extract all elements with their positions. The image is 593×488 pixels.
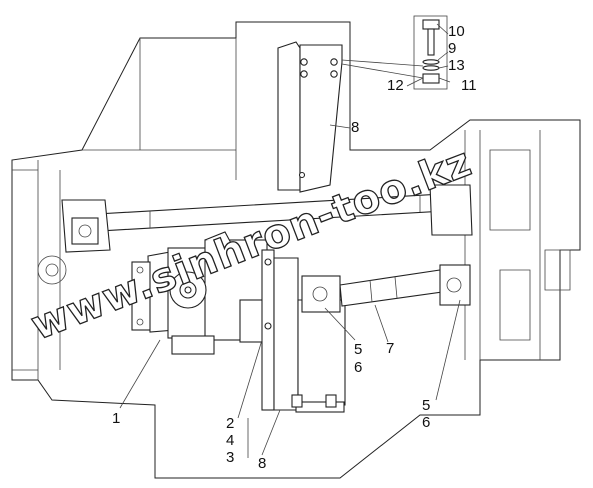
callout-5-mid: 5 — [354, 341, 362, 358]
callout-8-upper: 8 — [351, 119, 359, 136]
callout-10: 10 — [448, 23, 465, 40]
lower-bracket — [261, 249, 346, 413]
callout-4: 4 — [226, 432, 234, 449]
callout-2: 2 — [226, 415, 234, 432]
pump-assembly — [131, 231, 268, 355]
callout-7: 7 — [386, 340, 394, 357]
callout-labels: 10 9 13 12 11 8 5 6 7 1 2 4 3 8 5 6 — [112, 23, 477, 472]
fastener-group — [341, 15, 448, 90]
callout-9: 9 — [448, 40, 456, 57]
callout-3: 3 — [226, 449, 234, 466]
callout-12: 12 — [387, 77, 404, 94]
upper-drive-shaft — [61, 184, 473, 253]
callout-11: 11 — [461, 77, 477, 94]
callout-6-mid: 6 — [354, 359, 362, 376]
lower-drive-shaft — [301, 264, 471, 313]
upper-bracket — [277, 41, 343, 193]
transmission-housing — [11, 21, 581, 479]
callout-5-right: 5 — [422, 397, 430, 414]
leader-lines — [119, 23, 461, 458]
callout-13: 13 — [448, 57, 465, 74]
callout-8-lower: 8 — [258, 455, 266, 472]
callout-6-right: 6 — [422, 414, 430, 431]
callout-1: 1 — [112, 410, 120, 427]
